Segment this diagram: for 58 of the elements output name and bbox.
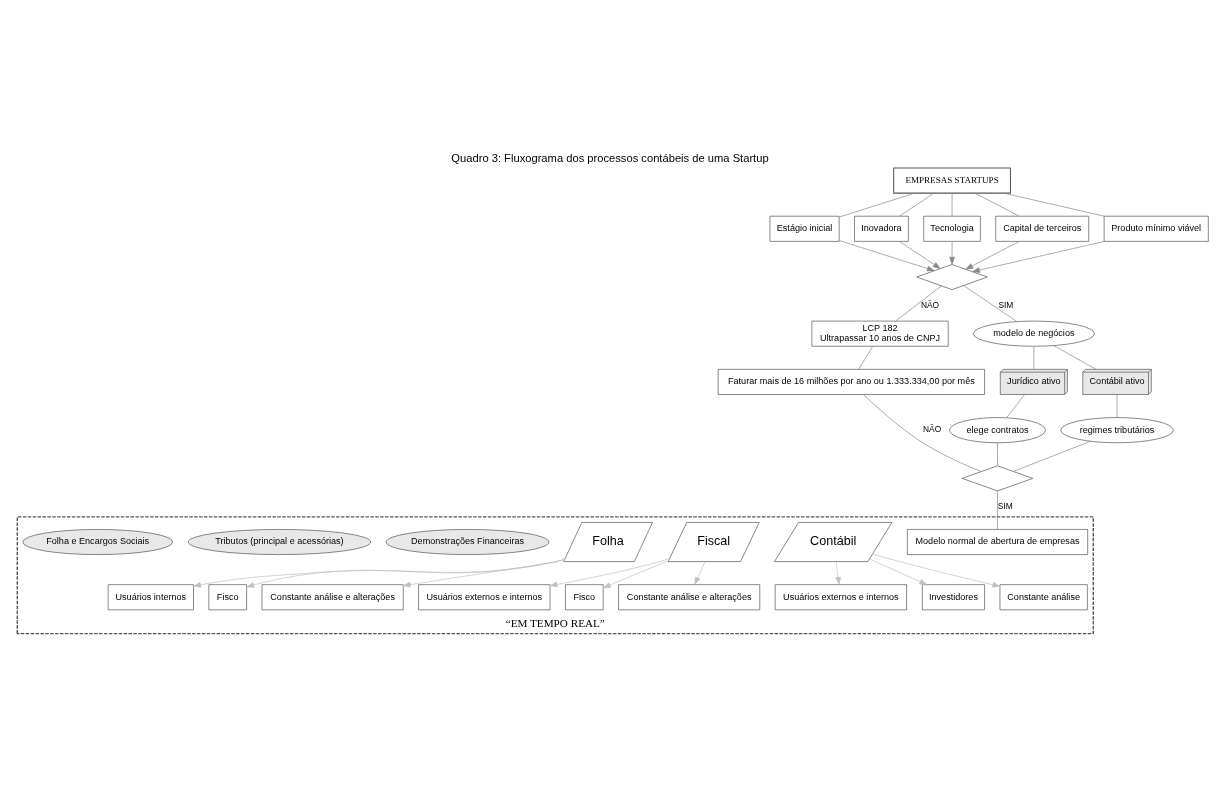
- arrow: [972, 241, 1105, 273]
- node-box: Fisco: [208, 584, 247, 611]
- node-diamond: [961, 465, 1034, 492]
- connector: [1013, 440, 1091, 472]
- connector: [997, 490, 998, 530]
- node-box: Constante análise e alterações: [618, 584, 761, 611]
- connector: [951, 192, 953, 217]
- node-box: Faturar mais de 16 milhões por ano ou 1.333.334,00 por mês: [717, 368, 985, 395]
- connector: [1116, 394, 1118, 418]
- node-box: Modelo normal de abertura de empresas: [906, 529, 1089, 555]
- connector: [1053, 345, 1097, 370]
- connector: [899, 192, 935, 217]
- node-ellipse: Folha e Encargos Sociais: [22, 529, 174, 555]
- node-box: Produto mínimo viável: [1103, 215, 1209, 242]
- node-box: Capital de terceiros: [995, 215, 1090, 242]
- edge-label: SIM: [998, 299, 1014, 310]
- diagram-title: Quadro 3: Fluxograma dos processos contábeis de uma Startup: [451, 151, 769, 164]
- arrow: [838, 240, 935, 272]
- connector: [963, 285, 1018, 322]
- node-ellipse: regimes tributários: [1060, 417, 1174, 444]
- edge-label: NÃO: [923, 424, 942, 435]
- arrow: [872, 553, 1001, 588]
- arrow: [603, 560, 669, 589]
- node-box: Investidores: [922, 584, 985, 611]
- node-box: Fisco: [565, 584, 604, 611]
- arrow: [899, 241, 941, 269]
- node-box: Estágio inicial: [769, 215, 840, 242]
- arrow: [694, 561, 706, 585]
- node-ellipse: Demonstrações Financeiras: [385, 529, 550, 555]
- connector: [838, 192, 915, 218]
- node-box: Usuários externos e internos: [418, 584, 551, 611]
- node-box: Tecnologia: [923, 215, 981, 242]
- arrow: [965, 241, 1020, 270]
- connector: [1033, 346, 1035, 370]
- connector: [997, 442, 998, 466]
- node-ellipse: elege contratos: [949, 417, 1046, 444]
- connector: [895, 285, 942, 322]
- arrow: [549, 558, 670, 588]
- node-ellipse: Tributos (principal e acessórias): [187, 529, 372, 555]
- node-box: Constante análise: [999, 584, 1088, 611]
- arrow: [869, 558, 928, 585]
- node-box: Usuários internos: [107, 584, 194, 611]
- node-box: LCP 182 Ultrapassar 10 anos de CNPJ: [811, 320, 949, 347]
- connector: [1006, 394, 1025, 418]
- connector: [863, 394, 982, 472]
- edge-label: SIM: [997, 500, 1013, 511]
- edge-label: NÃO: [920, 299, 940, 310]
- arrow: [402, 558, 566, 588]
- arrow: [835, 561, 841, 585]
- arrow: [949, 241, 955, 265]
- node-ellipse: modelo de negócios: [973, 320, 1095, 347]
- node-box: Inovadora: [854, 215, 909, 242]
- connector: [1003, 192, 1105, 217]
- connector: [974, 192, 1020, 217]
- node-box: Usuários externos e internos: [774, 584, 907, 611]
- node-box: Constante análise e alterações: [261, 584, 404, 611]
- node-box: EMPRESAS STARTUPS: [893, 167, 1011, 194]
- connector: [858, 346, 873, 370]
